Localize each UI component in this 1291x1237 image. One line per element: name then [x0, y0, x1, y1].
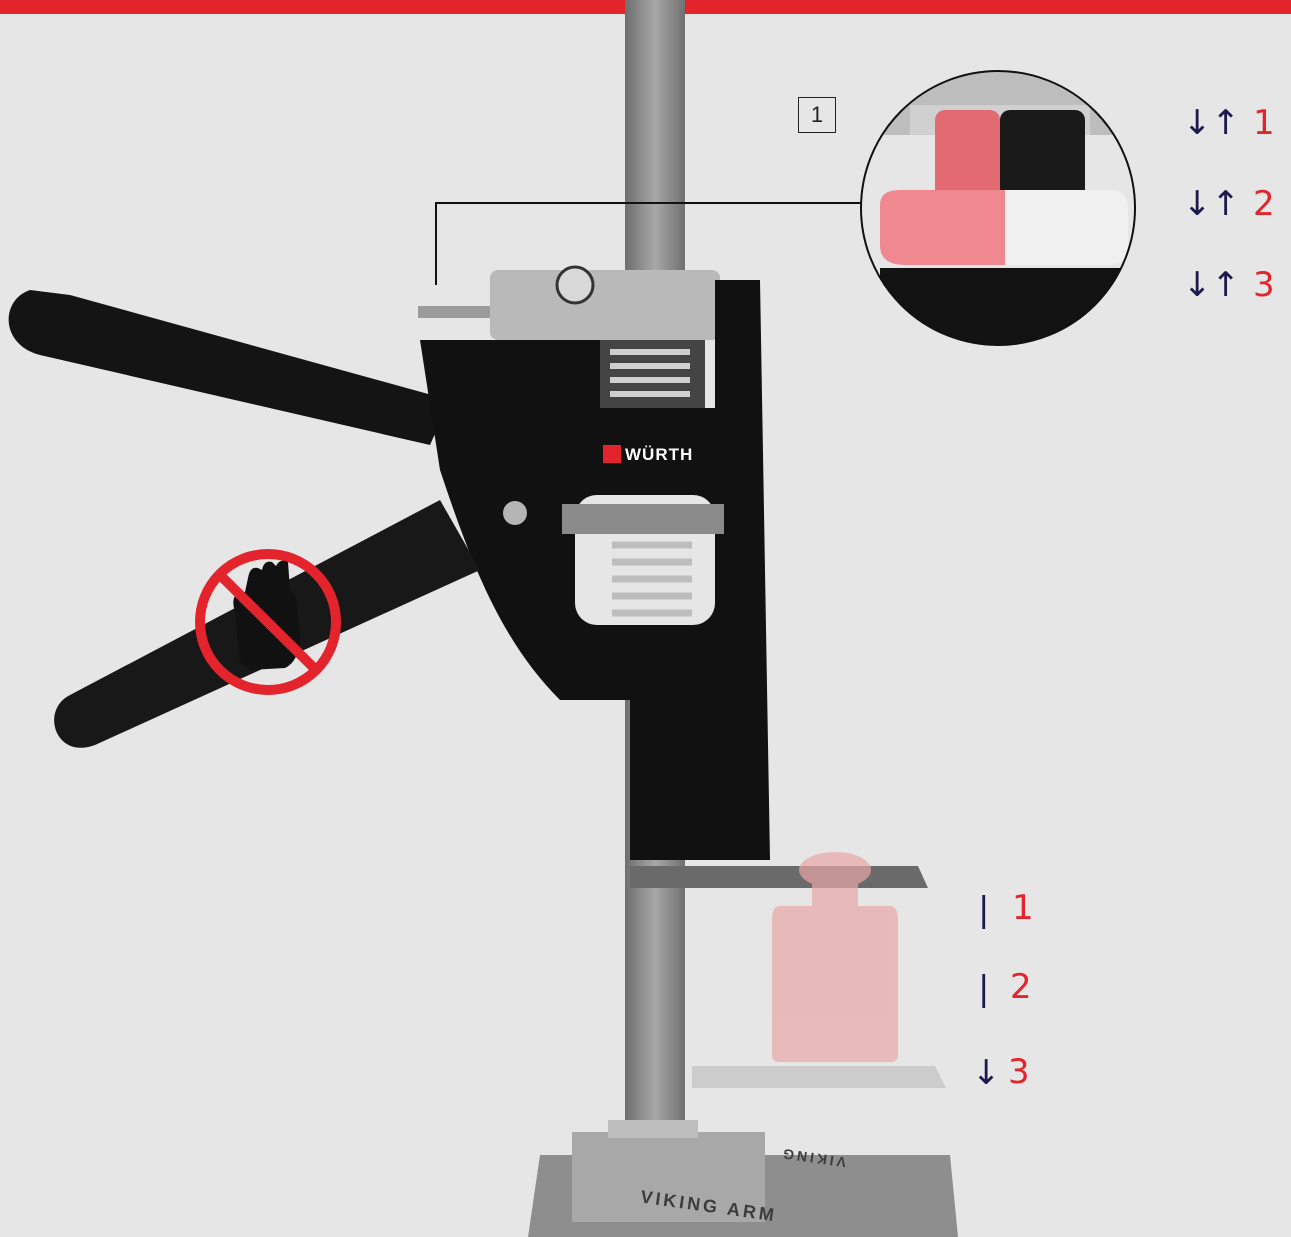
lever-setting-label: 2	[1253, 184, 1275, 224]
step-marker-icon: |	[978, 890, 990, 930]
arrows-down-up-icon: ↓↑	[1183, 103, 1240, 143]
brand-mark-icon	[603, 445, 621, 463]
load-step-label: 3	[1008, 1052, 1030, 1092]
load-step-label: 2	[1010, 967, 1032, 1007]
lower-spring	[503, 495, 724, 625]
lower-lift-plate	[692, 1066, 946, 1088]
detail-magnifier	[860, 70, 1136, 346]
brand-name: WÜRTH	[625, 445, 694, 464]
detail-leader-line	[435, 202, 862, 285]
base-plate	[528, 1120, 958, 1237]
down-arrow-icon: ↓	[972, 1053, 1001, 1093]
brand-logo: WÜRTH	[603, 445, 693, 465]
no-hand-icon	[195, 549, 341, 695]
load-step-label: 1	[1012, 888, 1034, 928]
step-number-box: 1	[798, 97, 836, 133]
step-marker-icon: |	[978, 969, 990, 1009]
arrows-down-up-icon: ↓↑	[1183, 265, 1240, 305]
upper-lift-plate	[630, 866, 928, 888]
lever-setting-label: 1	[1253, 103, 1275, 143]
weight-icon	[772, 852, 898, 1062]
release-latch	[418, 265, 720, 408]
lever-setting-label: 3	[1253, 265, 1275, 305]
arrows-down-up-icon: ↓↑	[1183, 184, 1240, 224]
